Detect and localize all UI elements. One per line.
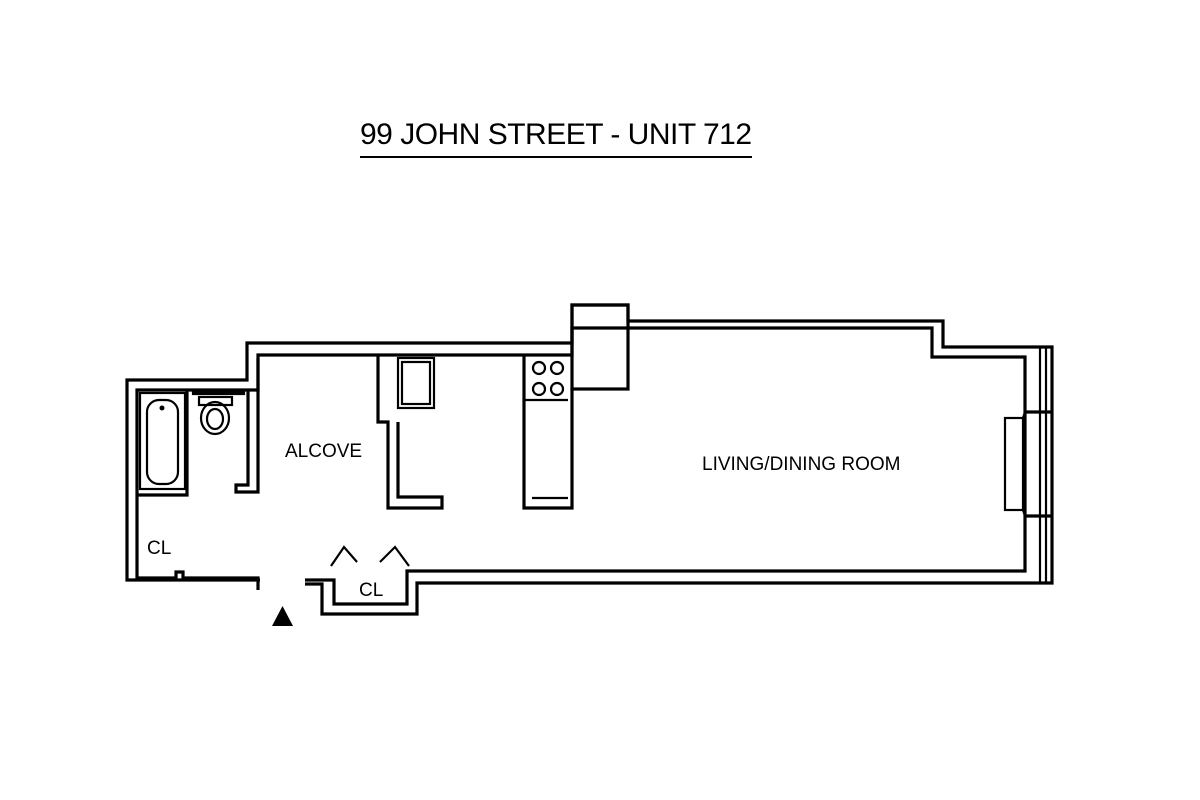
column (570, 303, 630, 391)
bath-partition-wall (234, 358, 260, 494)
closet-doors (330, 545, 410, 567)
toilet-icon (197, 395, 234, 436)
entrance-arrow-icon (272, 606, 293, 626)
room-label-closet-entry: CL (359, 580, 383, 601)
outer-wall (125, 303, 1054, 616)
stove-icon (522, 356, 574, 510)
refrigerator-icon (376, 356, 444, 510)
room-label-alcove: ALCOVE (285, 441, 362, 462)
window (1003, 347, 1052, 583)
room-label-living-dining: LIVING/DINING ROOM (702, 454, 900, 475)
bathtub-icon (138, 391, 187, 491)
room-label-closet-bath: CL (147, 538, 171, 559)
bath-closet-wall (137, 390, 189, 497)
bath-wall-line (191, 390, 246, 396)
plan-title: 99 JOHN STREET - UNIT 712 (360, 118, 752, 158)
